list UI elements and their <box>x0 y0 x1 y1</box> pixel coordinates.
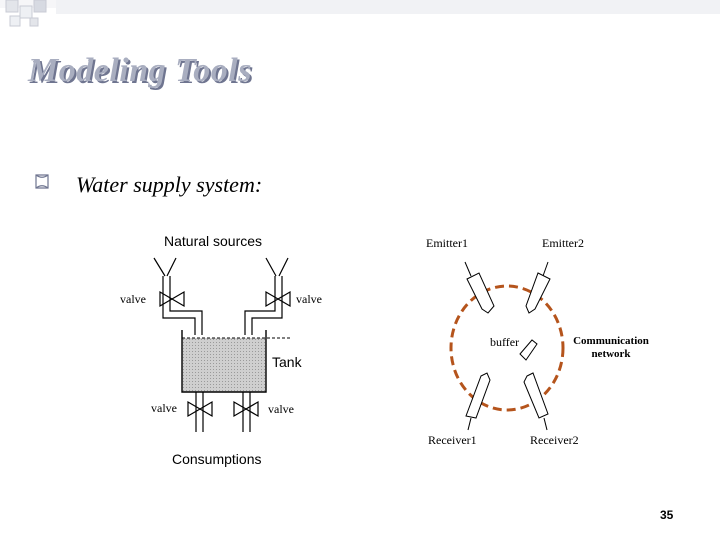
valve-bottom-left-icon <box>187 400 213 418</box>
tank-walls <box>181 330 267 393</box>
right-outlet-pipe <box>242 392 251 432</box>
emitter1-label: Emitter1 <box>426 236 468 250</box>
slide-title: Modeling Tools <box>28 52 252 89</box>
valve-top-right-icon <box>265 290 291 308</box>
page-number: 35 <box>660 508 674 522</box>
valve-bottom-right-label: valve <box>268 402 294 416</box>
receiver2-label: Receiver2 <box>530 433 579 447</box>
valve-top-right-label: valve <box>296 292 322 306</box>
valve-bottom-right-icon <box>233 400 259 418</box>
receiver1-label: Receiver1 <box>428 433 477 447</box>
bullet-icon <box>35 174 49 189</box>
right-source-funnel <box>265 257 289 277</box>
buffer-label: buffer <box>490 335 520 349</box>
tank-label: Tank <box>272 354 302 370</box>
right-pipe <box>244 276 283 335</box>
network-diagram <box>449 261 565 431</box>
buffer-link <box>519 339 538 361</box>
emitter2-label: Emitter2 <box>542 236 584 250</box>
valve-top-left-label: valve <box>120 292 146 306</box>
emitter1-link <box>464 261 495 314</box>
left-source-funnel <box>153 257 177 277</box>
emitter2-link <box>525 261 551 314</box>
tank-fill <box>182 338 266 392</box>
left-outlet-pipe <box>195 392 204 432</box>
receiver2-link <box>523 372 549 431</box>
valve-top-left-icon <box>159 290 185 308</box>
communication-network-label: Communication network <box>573 335 649 360</box>
bullet-text: Water supply system: <box>76 172 263 197</box>
left-pipe <box>162 276 203 335</box>
receiver1-link <box>465 372 491 431</box>
network-ring <box>449 284 565 412</box>
natural-sources-label: Natural sources <box>164 233 263 249</box>
consumptions-label: Consumptions <box>172 451 262 467</box>
valve-bottom-left-label: valve <box>151 401 177 415</box>
header-decoration <box>0 0 720 27</box>
water-supply-diagram <box>153 257 291 432</box>
